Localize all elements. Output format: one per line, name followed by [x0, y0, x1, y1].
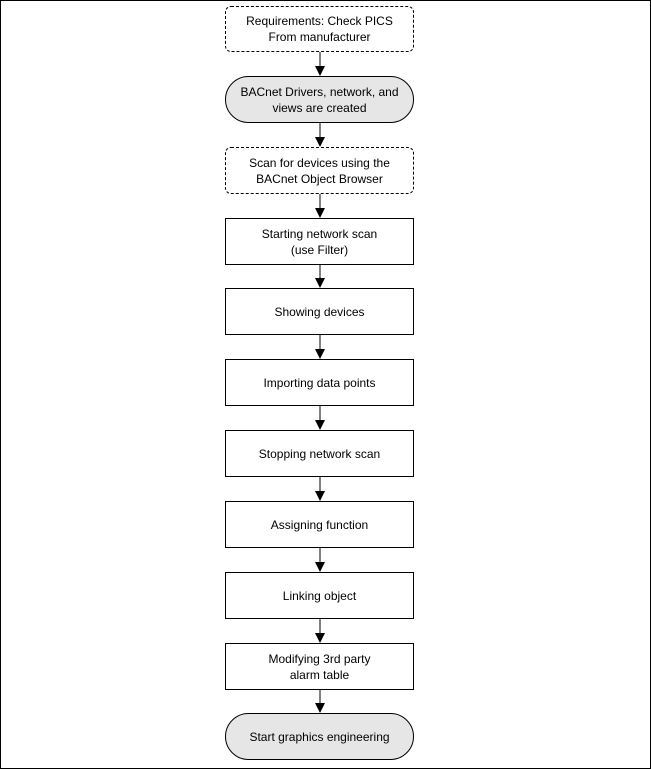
step-label-line: From manufacturer	[268, 30, 371, 44]
step-starting-network-scan: Starting network scan (use Filter)	[225, 218, 414, 265]
step-label-line: Modifying 3rd party	[268, 651, 371, 666]
step-label-line: (use Filter)	[290, 242, 349, 257]
step-stopping-network-scan: Stopping network scan	[225, 430, 414, 477]
step-linking-object: Linking object	[225, 572, 414, 619]
step-label-line: Assigning function	[270, 517, 369, 532]
step-label-line: Linking object	[282, 588, 357, 603]
step-label-line: Scan for devices using the	[249, 155, 390, 170]
step-importing-data-points: Importing data points	[225, 359, 414, 406]
step-label-line: Importing data points	[263, 375, 376, 390]
step-start-graphics-engineering: Start graphics engineering	[225, 713, 414, 760]
step-showing-devices: Showing devices	[225, 288, 414, 335]
step-label-line: BACnet Drivers, network, and	[240, 84, 399, 99]
step-label-line: Showing devices	[274, 304, 365, 319]
step-label-line: Stopping network scan	[258, 446, 381, 461]
step-modifying-alarm-table: Modifying 3rd party alarm table	[225, 643, 414, 690]
step-assigning-function: Assigning function	[225, 501, 414, 548]
step-scan-for-devices: Scan for devices using the BACnet Object…	[225, 147, 414, 194]
step-label-line: views are created	[272, 100, 367, 115]
step-label-line: alarm table	[289, 667, 350, 682]
step-label-line: BACnet Object Browser	[256, 171, 383, 186]
step-label-line: Starting network scan	[261, 226, 378, 241]
step-label-line: Start graphics engineering	[249, 729, 390, 744]
step-requirements: Requirements: Check PICS From manufactur…	[225, 6, 414, 52]
step-drivers-created: BACnet Drivers, network, and views are c…	[225, 76, 414, 123]
step-label-line: Requirements: Check PICS	[246, 14, 393, 28]
